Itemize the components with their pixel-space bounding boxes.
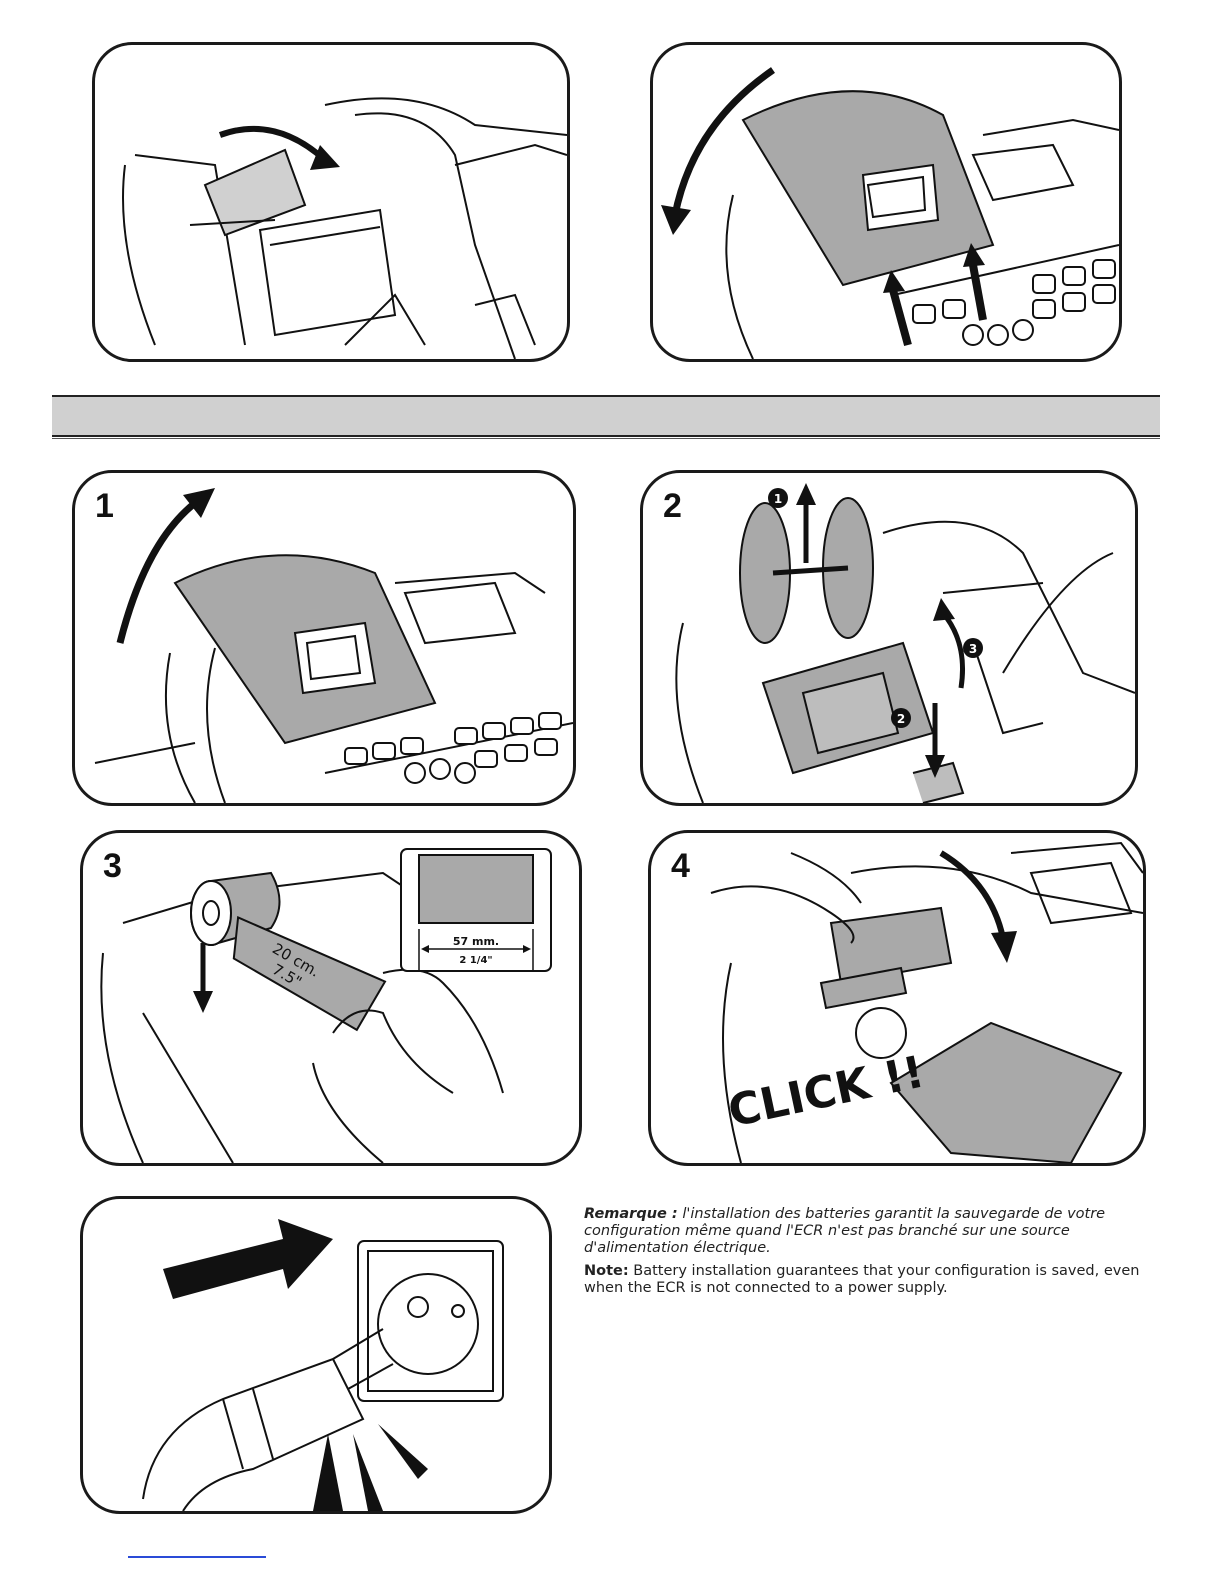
- marker-1: 1: [774, 492, 782, 506]
- step-4-panel: CLICK !! 4: [648, 830, 1146, 1166]
- step-number: 1: [95, 487, 114, 525]
- open-cover-illustration: [94, 488, 573, 803]
- insert-paper-roll-illustration: 57 mm. 2 1/4" 20 cm. 7.5": [100, 848, 552, 1163]
- battery-compartment-illustration: [122, 97, 567, 359]
- section-heading-band: [52, 395, 1160, 437]
- step-number: 2: [663, 487, 682, 525]
- power-plug-illustration: [142, 1219, 504, 1511]
- remove-spool-illustration: 1 2 3: [675, 483, 1135, 803]
- plug-in-panel: [80, 1196, 552, 1514]
- note-english-label: Note:: [584, 1263, 629, 1279]
- marker-3: 3: [969, 642, 977, 656]
- paper-width-in: 2 1/4": [459, 955, 492, 966]
- step-3-panel: 57 mm. 2 1/4" 20 cm. 7.5" 3: [80, 830, 582, 1166]
- cover-closing-illustration: [661, 67, 1119, 359]
- note-french-text: l'installation des batteries garantit la…: [584, 1206, 1106, 1256]
- footer-link-underline[interactable]: [128, 1556, 266, 1558]
- step-2-panel: 1 2 3 2: [640, 470, 1138, 806]
- close-printer-illustration: CLICK !!: [710, 841, 1143, 1163]
- section-divider: [52, 438, 1160, 439]
- marker-2: 2: [897, 712, 905, 726]
- note-english-text: Battery installation guarantees that you…: [584, 1263, 1140, 1296]
- step-number: 4: [671, 847, 690, 885]
- note-french-label: Remarque :: [584, 1206, 678, 1222]
- click-label: CLICK !!: [724, 1046, 929, 1137]
- step-1-panel: 1: [72, 470, 576, 806]
- note-french: Remarque : l'installation des batteries …: [584, 1206, 1164, 1257]
- note-english: Note: Battery installation guarantees th…: [584, 1263, 1164, 1297]
- paper-width-mm: 57 mm.: [453, 935, 499, 948]
- step-number: 3: [103, 847, 122, 885]
- top-left-illustration-panel: [92, 42, 570, 362]
- top-right-illustration-panel: [650, 42, 1122, 362]
- battery-notes: Remarque : l'installation des batteries …: [584, 1206, 1164, 1297]
